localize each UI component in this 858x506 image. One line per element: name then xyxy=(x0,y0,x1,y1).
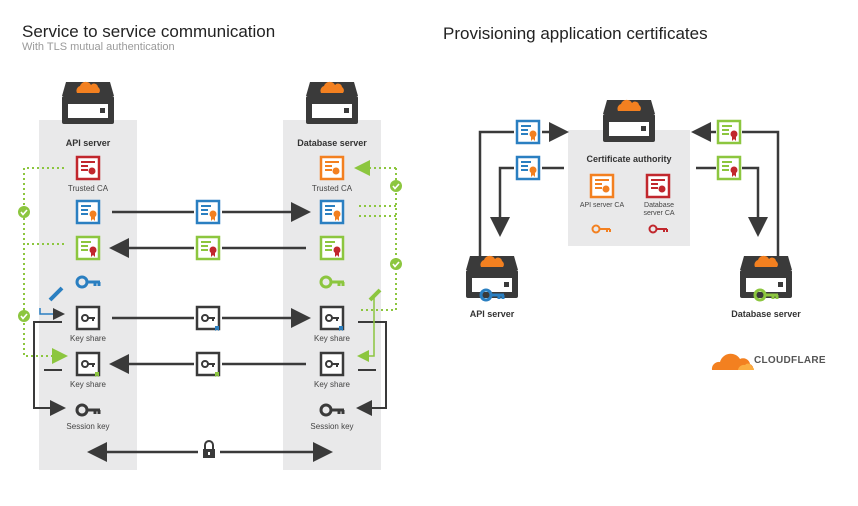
left-subtitle: With TLS mutual authentication xyxy=(22,41,175,53)
api-server-label: API server xyxy=(65,138,111,148)
db-session-key-icon xyxy=(319,403,346,417)
database-server-ca-label-line1: Database xyxy=(644,202,674,209)
database-server-icon-right xyxy=(740,255,792,298)
db-key-share-received-icon-api xyxy=(75,351,101,377)
database-server-icon xyxy=(306,81,358,124)
api-server-icon xyxy=(62,81,114,124)
api-trusted-ca-label: Trusted CA xyxy=(67,184,109,193)
db-certificate-icon xyxy=(319,235,345,261)
db-csr-certificate-icon xyxy=(716,119,742,145)
api-signed-certificate-icon xyxy=(515,155,541,181)
db-certificate-in-transit-icon xyxy=(195,235,221,261)
api-server-ca-key-icon xyxy=(591,224,611,234)
db-certificate-received-icon xyxy=(75,235,101,261)
db-key-share-received-icon xyxy=(319,305,345,331)
database-server-ca-key-icon xyxy=(648,224,668,234)
api-key-share-label: Key share xyxy=(69,334,107,343)
database-server-ca-label-line2: server CA xyxy=(643,210,675,217)
api-csr-certificate-icon xyxy=(515,119,541,145)
api-certificate-icon xyxy=(75,199,101,225)
lock-icon xyxy=(203,440,215,458)
db-private-key-icon xyxy=(319,275,346,289)
api-server-icon-right xyxy=(466,255,518,298)
db-trusted-ca-certificate-icon xyxy=(319,155,345,181)
database-server-ca-certificate-icon xyxy=(645,173,671,199)
check-icon xyxy=(17,205,31,219)
api-certificate-received-icon xyxy=(319,199,345,225)
database-server-label: Database server xyxy=(297,138,367,148)
pen-icon xyxy=(48,286,64,302)
check-icon xyxy=(389,179,403,193)
left-title: Service to service communication xyxy=(22,22,276,41)
db-key-share-label: Key share xyxy=(313,334,351,343)
check-icon xyxy=(17,309,31,323)
cloudflare-logo xyxy=(711,353,755,370)
db-key-share-in-transit-icon xyxy=(195,351,221,377)
api-trusted-ca-certificate-icon xyxy=(75,155,101,181)
key-share-in-transit-icon xyxy=(195,305,221,331)
api-certificate-in-transit-icon xyxy=(195,199,221,225)
db-key-share-icon xyxy=(319,351,345,377)
api-session-key-icon xyxy=(75,403,102,417)
api-key-share-label-2: Key share xyxy=(69,380,107,389)
database-server-label-right: Database server xyxy=(731,309,801,319)
certificate-authority-label: Certificate authority xyxy=(586,154,672,164)
api-server-label-right: API server xyxy=(469,309,515,319)
db-trusted-ca-label: Trusted CA xyxy=(311,184,353,193)
api-key-share-icon xyxy=(75,305,101,331)
api-private-key-icon xyxy=(75,275,102,289)
right-title: Provisioning application certificates xyxy=(443,24,708,43)
api-session-key-label: Session key xyxy=(66,422,110,431)
db-key-share-label-2: Key share xyxy=(313,380,351,389)
certificate-authority-server-icon xyxy=(603,99,655,142)
db-session-key-label: Session key xyxy=(310,422,354,431)
check-icon xyxy=(389,257,403,271)
pen-icon-green xyxy=(368,288,382,302)
db-signed-certificate-icon xyxy=(716,155,742,181)
cloudflare-wordmark: CLOUDFLARE xyxy=(754,355,826,366)
api-server-ca-label: API server CA xyxy=(579,202,625,209)
api-server-ca-certificate-icon xyxy=(589,173,615,199)
